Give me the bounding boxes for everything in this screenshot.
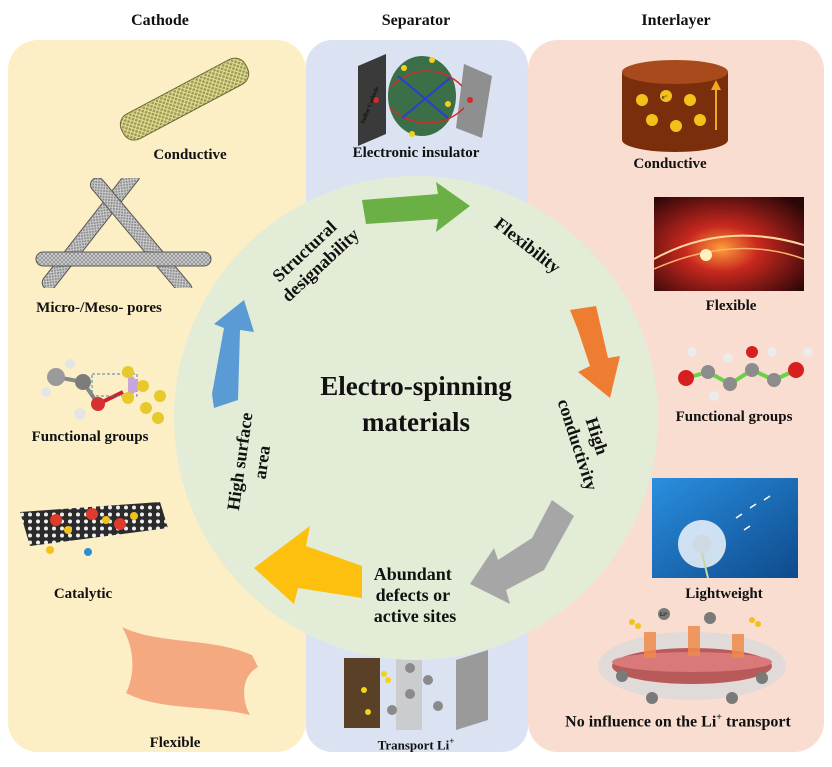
interlayer-lightweight-label: Lightweight xyxy=(685,586,763,602)
interlayer-conductive-label: Conductive xyxy=(633,156,707,172)
molecule-illustration xyxy=(41,359,166,424)
arrow-yellow xyxy=(254,526,362,604)
transport-text: Transport Li xyxy=(377,737,450,753)
interlayer-li-transport-label: No influence on the Li+ transport xyxy=(530,712,826,731)
flexible-wave-illustration xyxy=(654,197,804,291)
nanotube-illustration xyxy=(119,57,250,141)
interlayer-flexible-label: Flexible xyxy=(705,298,757,314)
crossed-fibers-illustration xyxy=(35,178,212,288)
cathode-catalytic-label: Catalytic xyxy=(53,586,113,602)
functional-molecule-illustration xyxy=(678,346,813,401)
separator-transport-illustration xyxy=(344,650,488,730)
cathode-heading: Cathode xyxy=(131,12,189,29)
arrow-blue xyxy=(212,300,254,408)
arrow-green xyxy=(362,182,470,232)
interlayer-heading: Interlayer xyxy=(641,12,711,29)
defects-label: Abundant defects or active sites xyxy=(374,564,457,626)
cathode-conductive-label: Conductive xyxy=(153,147,227,163)
cathode-functional-label: Functional groups xyxy=(31,429,149,445)
flexible-sheet-illustration xyxy=(122,627,258,715)
separator-transport-label: Transport Li+ xyxy=(346,736,486,753)
separator-insulator-label: Electronic insulator xyxy=(352,145,480,161)
separator-heading: Separator xyxy=(381,12,451,29)
electron-symbol: e⁻ xyxy=(662,95,668,101)
li-transport-text-end: transport xyxy=(721,713,791,731)
li-transport-illustration: Li⁺ xyxy=(598,608,786,704)
li-ion-symbol: Li⁺ xyxy=(660,612,668,618)
center-title-line1: Electro-spinning xyxy=(320,371,512,401)
li-transport-sup: + xyxy=(716,712,722,723)
interlayer-functional-label: Functional groups xyxy=(675,409,793,425)
separator-insulator-illustration: Sulfur Cathode xyxy=(358,54,492,146)
center-title-line2: materials xyxy=(362,407,470,437)
arrow-gray xyxy=(470,500,574,604)
center-title: Electro-spinning materials xyxy=(296,368,536,440)
arrow-orange xyxy=(570,306,620,398)
catalytic-sheet-illustration xyxy=(20,502,168,556)
li-transport-text-start: No influence on the Li xyxy=(565,713,717,731)
cathode-flexible-label: Flexible xyxy=(149,735,201,751)
cathode-pores-label: Micro-/Meso- pores xyxy=(36,300,162,316)
transport-sup: + xyxy=(449,736,455,746)
conductive-cylinder-illustration: e⁻ xyxy=(622,60,728,152)
dandelion-illustration xyxy=(652,478,798,578)
